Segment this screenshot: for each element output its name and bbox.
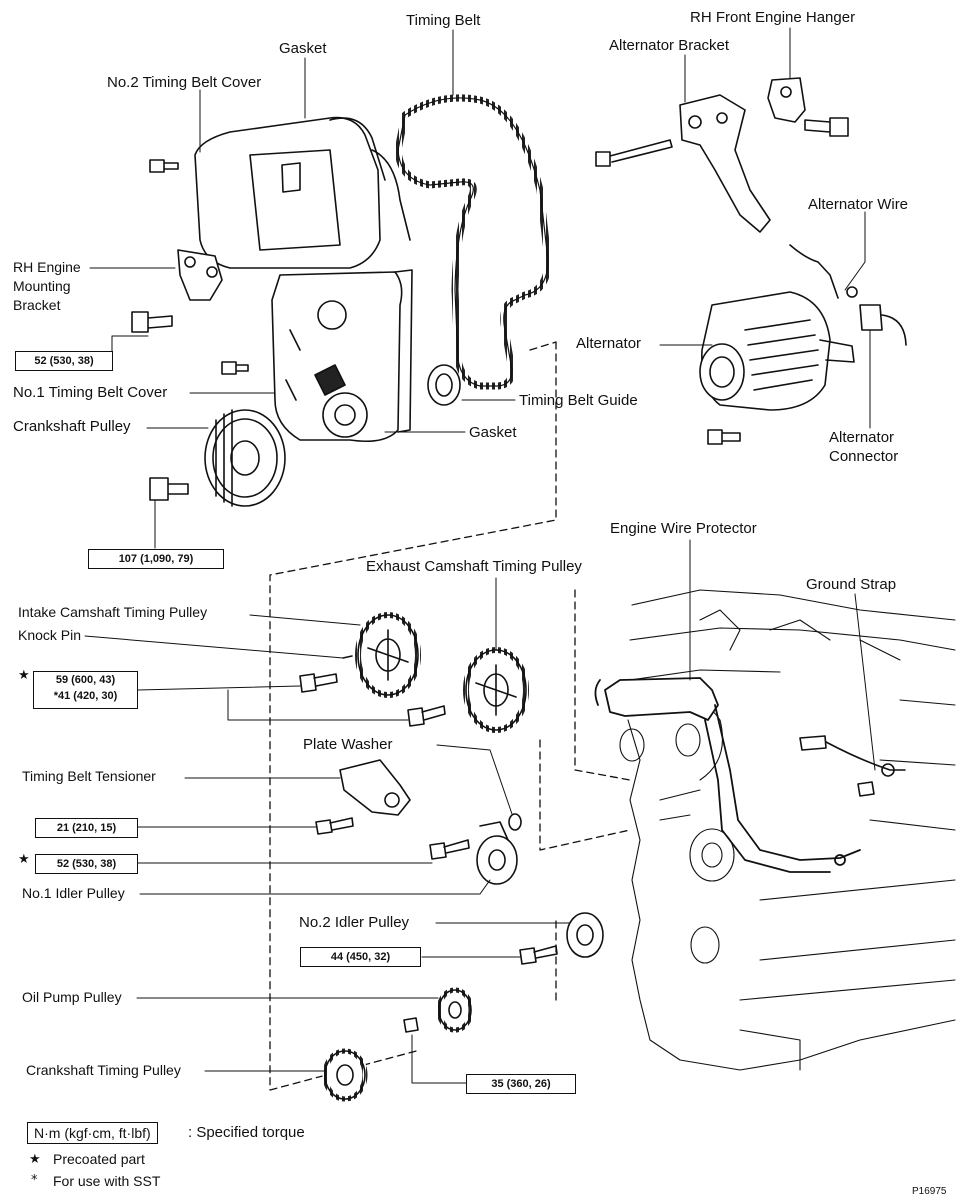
crankshaft-pulley-part (204, 409, 286, 507)
label-alternator-connector: Alternator Connector (829, 429, 899, 465)
timing-belt-part (394, 94, 552, 390)
rh-engine-mounting-bracket-part (177, 249, 223, 301)
torque-oil-pump-bolt: 35 (360, 26) (466, 1074, 576, 1094)
leader-lines (84, 27, 876, 1084)
exploded-view-frame (269, 341, 631, 1091)
no1-idler-pulley-part (429, 821, 518, 885)
intake-camshaft-timing-pulley-part (355, 612, 421, 698)
precoated-star-icon: ★ (18, 668, 30, 683)
alternator-bracket-part (595, 94, 771, 233)
alternator-wire-part (789, 244, 858, 299)
label-knock-pin: Knock Pin (18, 627, 82, 643)
legend-unit-desc: : Specified torque (188, 1124, 305, 1141)
label-alternator-bracket: Alternator Bracket (609, 37, 730, 54)
label-exhaust-camshaft-timing-pulley: Exhaust Camshaft Timing Pulley (366, 558, 582, 575)
timing-belt-tensioner-part (315, 759, 411, 835)
label-alternator-wire: Alternator Wire (808, 196, 909, 213)
exhaust-camshaft-timing-pulley-part (463, 647, 529, 733)
label-rh-engine-mounting-bracket: RH Engine Mounting Bracket (13, 259, 81, 313)
legend-star-desc: Precoated part (53, 1151, 145, 1167)
label-rh-front-engine-hanger: RH Front Engine Hanger (690, 9, 856, 26)
camshaft-bolts (299, 673, 446, 727)
ground-strap-part (799, 735, 906, 797)
label-no2-timing-belt-cover: No.2 Timing Belt Cover (107, 74, 262, 91)
label-no1-timing-belt-cover: No.1 Timing Belt Cover (13, 384, 168, 401)
label-engine-wire-protector: Engine Wire Protector (610, 520, 757, 537)
torque-mount-bracket-bolt: 52 (530, 38) (15, 351, 113, 371)
label-timing-belt: Timing Belt (406, 12, 481, 29)
torque-crankshaft-pulley-bolt: 107 (1,090, 79) (88, 549, 224, 569)
label-oil-pump-pulley: Oil Pump Pulley (22, 989, 122, 1005)
figure-id: P16975 (912, 1186, 947, 1197)
alternator-part (699, 291, 855, 445)
label-gasket-top: Gasket (279, 40, 327, 57)
label-timing-belt-guide: Timing Belt Guide (519, 392, 638, 409)
legend-unit-box: N·m (kgf·cm, ft·lbf) (27, 1122, 158, 1144)
torque-camshaft-b: *41 (420, 30) (53, 690, 118, 702)
label-no2-idler-pulley: No.2 Idler Pulley (299, 914, 410, 931)
plate-washer-part (508, 813, 522, 831)
label-timing-belt-tensioner: Timing Belt Tensioner (22, 768, 156, 784)
rh-front-engine-hanger-part (767, 77, 849, 137)
engine-wire-protector-part (594, 677, 861, 873)
label-alternator: Alternator (576, 335, 642, 352)
bracket-bolt-part (131, 311, 173, 333)
alternator-connector-part (859, 304, 907, 346)
engine-block-part (619, 589, 956, 1071)
torque-idler1-bolt: 52 (530, 38) (35, 854, 138, 874)
label-intake-camshaft-timing-pulley: Intake Camshaft Timing Pulley (18, 604, 208, 620)
oil-pump-pulley-part (403, 987, 474, 1033)
label-crankshaft-timing-pulley: Crankshaft Timing Pulley (26, 1062, 181, 1078)
timing-belt-guide-part (427, 364, 461, 406)
precoated-star-icon: ★ (18, 852, 30, 867)
label-plate-washer: Plate Washer (303, 736, 393, 753)
no1-timing-belt-cover-part (271, 269, 413, 443)
knock-pin-part (342, 655, 353, 659)
crankshaft-timing-pulley-part (322, 1048, 368, 1102)
crankshaft-pulley-bolt-part (149, 477, 189, 501)
torque-camshaft-pulley-bolt: 59 (600, 43) *41 (420, 30) (33, 671, 138, 709)
torque-idler2-bolt: 44 (450, 32) (300, 947, 421, 967)
label-gasket-lower: Gasket (469, 424, 517, 441)
torque-camshaft-a: 59 (600, 43) (55, 674, 116, 686)
small-bolts (149, 159, 249, 375)
legend-asterisk-icon: * (31, 1173, 38, 1188)
torque-tensioner-bolt: 21 (210, 15) (35, 818, 138, 838)
no2-idler-pulley-part (519, 912, 604, 965)
label-no1-idler-pulley: No.1 Idler Pulley (22, 885, 125, 901)
label-crankshaft-pulley: Crankshaft Pulley (13, 418, 131, 435)
legend-star-icon: ★ (29, 1152, 41, 1167)
legend-asterisk-desc: For use with SST (53, 1173, 161, 1189)
no2-timing-belt-cover-part (194, 116, 411, 269)
label-ground-strap: Ground Strap (806, 576, 897, 593)
